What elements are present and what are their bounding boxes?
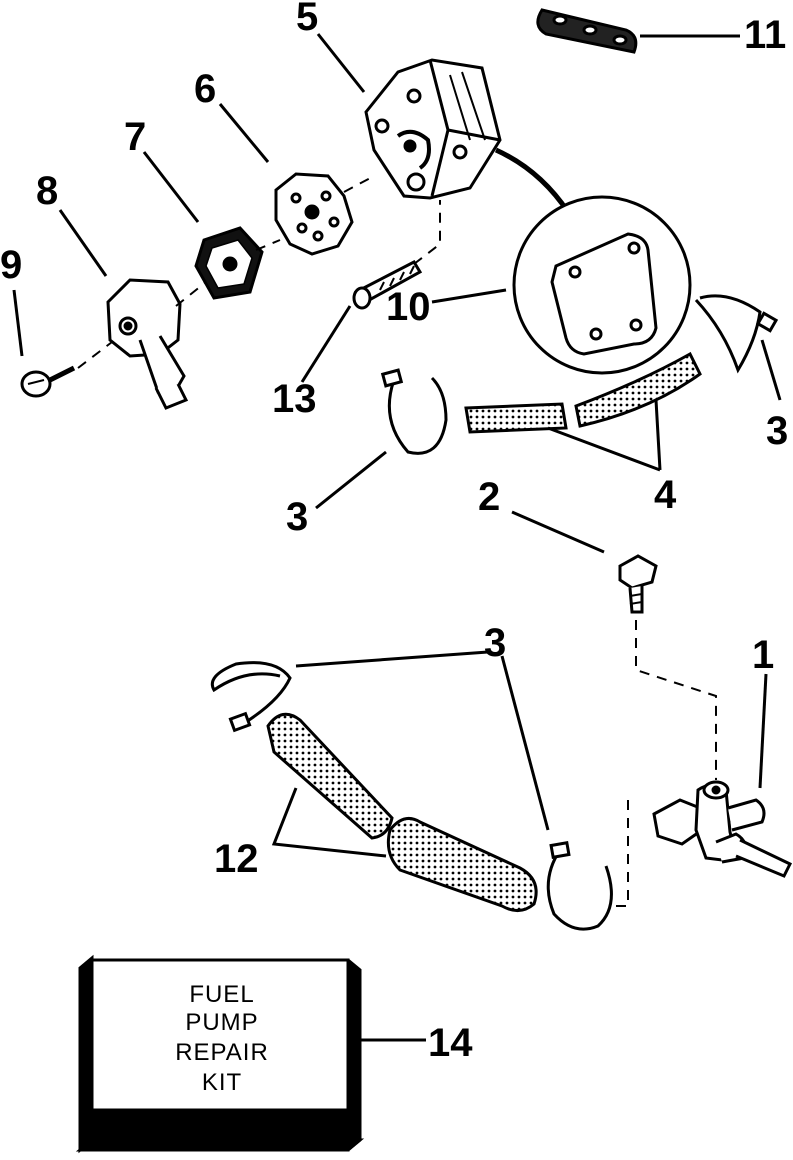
fuel-pump-body [364,58,502,200]
valve-bolt [618,554,658,614]
assembly-lines-lower [614,620,717,907]
fuel-shutoff-valve [652,780,793,878]
callout-7: 7 [124,115,146,159]
callout-10: 10 [386,285,431,329]
hose-clamp-lower-left [210,661,292,733]
pump-outlet-line [494,147,571,214]
diaphragm-plate [274,172,354,256]
callout-11: 11 [744,13,786,57]
callout-8: 8 [36,169,58,213]
callout-9: 9 [0,243,22,287]
callout-12: 12 [214,837,259,881]
callout-3-lower: 3 [484,621,506,665]
hose-clamp-upper-right [694,294,779,374]
callout-1: 1 [752,633,774,677]
callout-4: 4 [654,473,677,517]
kit-label-line4: KIT [202,1069,242,1096]
callout-13: 13 [272,377,317,421]
repair-kit-box [75,954,365,1154]
callout-6: 6 [194,67,216,111]
callout-3-upper-left: 3 [286,495,308,539]
hose-clamp-upper-left [380,368,448,455]
square-diaphragm [194,226,264,300]
callout-3-upper-right: 3 [766,409,788,453]
upper-fuel-hoses [464,351,702,434]
callout-14: 14 [428,1021,473,1065]
pump-cover [106,278,189,410]
pump-gasket-detail [512,195,692,375]
assembly-lines-upper [77,175,441,369]
callout-2: 2 [478,475,500,519]
pump-mount-screw [352,260,423,310]
kit-label-line3: REPAIR [175,1039,269,1066]
callout-5: 5 [296,0,318,39]
kit-label-line1: FUEL [189,981,254,1008]
kit-label-line2: PUMP [185,1009,258,1036]
leader-lines [12,33,782,1042]
top-gasket [536,8,638,54]
hose-clamp-lower-right [546,840,613,931]
lower-fuel-hoses [266,712,538,912]
cover-screw [20,365,76,398]
